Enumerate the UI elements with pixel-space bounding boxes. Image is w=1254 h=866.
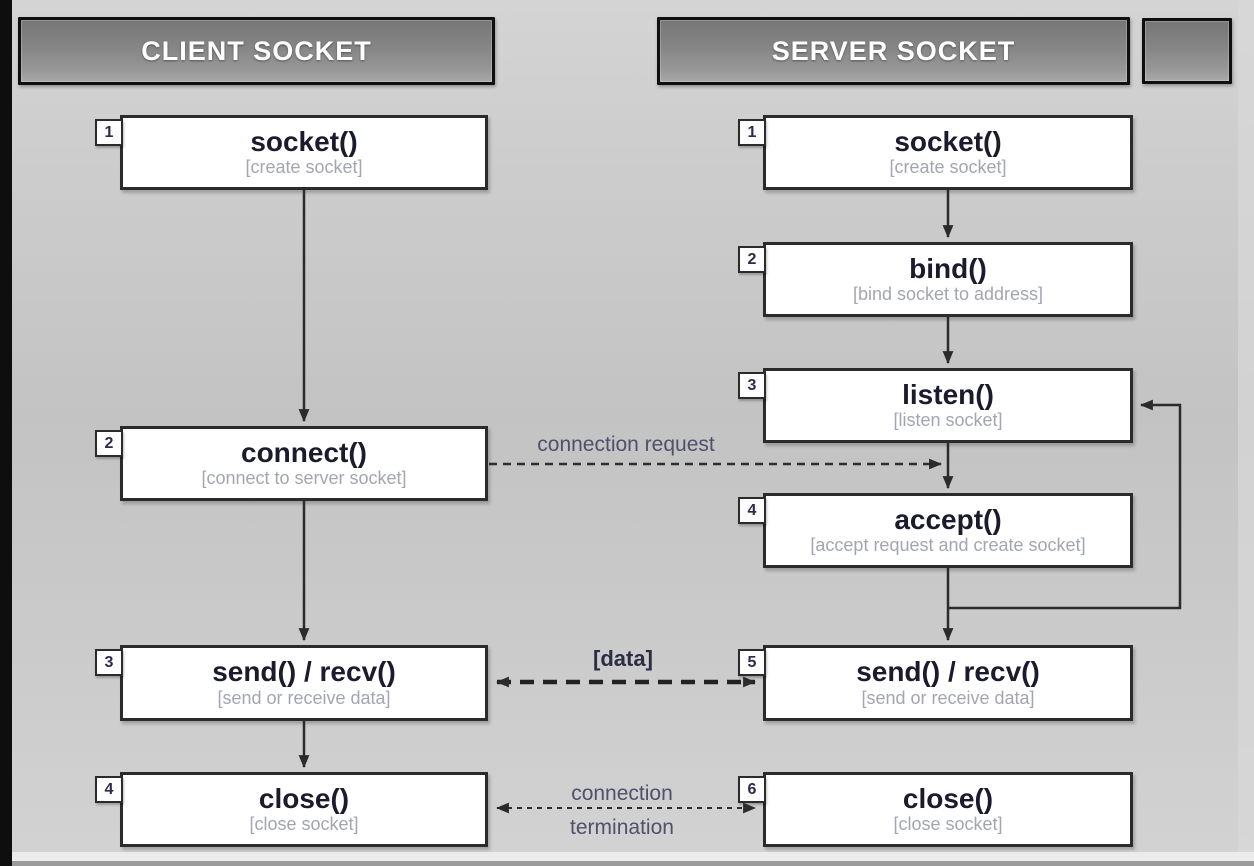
step-number-badge: 1 [738, 119, 766, 146]
data-label: [data] [593, 646, 653, 671]
step-subtitle: [listen socket] [893, 410, 1003, 431]
step-number-badge: 4 [95, 776, 123, 803]
step-title: send() / recv() [856, 656, 1040, 688]
client-step-connect: 2 connect() [connect to server socket] [95, 426, 488, 501]
step-title: socket() [250, 125, 358, 157]
step-number-badge: 2 [95, 430, 123, 457]
step-subtitle: [bind socket to address] [852, 284, 1044, 305]
server-socket-header: SERVER SOCKET [657, 17, 1130, 85]
step-title: close() [258, 782, 350, 814]
step-subtitle: [create socket] [245, 157, 363, 178]
step-title: socket() [894, 125, 1002, 157]
cropped-header-fragment [1142, 18, 1232, 84]
step-number-badge: 4 [738, 497, 766, 524]
step-subtitle: [close socket] [893, 814, 1003, 835]
step-subtitle: [accept request and create socket] [810, 535, 1086, 556]
server-step-send-recv: 5 send() / recv() [send or receive data] [738, 645, 1133, 721]
step-number-badge: 5 [738, 649, 766, 676]
left-frame-border [0, 0, 12, 866]
connection-request-label: connection request [537, 433, 715, 456]
server-step-close: 6 close() [close socket] [738, 772, 1133, 847]
step-number-badge: 3 [95, 649, 123, 676]
client-step-send-recv: 3 send() / recv() [send or receive data] [95, 645, 488, 721]
bottom-light-strip [12, 852, 1254, 861]
step-subtitle: [create socket] [889, 157, 1007, 178]
client-socket-header-label: CLIENT SOCKET [141, 35, 372, 66]
server-step-accept: 4 accept() [accept request and create so… [738, 493, 1133, 568]
step-subtitle: [send or receive data] [217, 687, 391, 708]
step-number-badge: 6 [738, 776, 766, 803]
bottom-dark-strip [12, 861, 1254, 866]
step-title: listen() [902, 378, 994, 410]
client-step-close: 4 close() [close socket] [95, 772, 488, 847]
step-number-badge: 3 [738, 372, 766, 399]
client-socket-header: CLIENT SOCKET [18, 17, 495, 85]
server-step-socket: 1 socket() [create socket] [738, 115, 1133, 190]
server-socket-header-label: SERVER SOCKET [771, 35, 1016, 66]
step-title: bind() [909, 252, 987, 284]
server-step-listen: 3 listen() [listen socket] [738, 368, 1133, 443]
step-subtitle: [connect to server socket] [201, 468, 407, 489]
client-step-socket: 1 socket() [create socket] [95, 115, 488, 190]
step-number-badge: 1 [95, 119, 123, 146]
step-subtitle: [send or receive data] [861, 687, 1035, 708]
connection-termination-label-line1: connection [571, 782, 673, 805]
step-title: accept() [894, 503, 1002, 535]
step-title: connect() [241, 436, 367, 468]
step-title: close() [902, 782, 994, 814]
server-step-bind: 2 bind() [bind socket to address] [738, 242, 1133, 317]
step-title: send() / recv() [212, 656, 396, 688]
connection-termination-label-line2: termination [570, 816, 674, 839]
step-number-badge: 2 [738, 246, 766, 273]
step-subtitle: [close socket] [249, 814, 359, 835]
right-edge-strip [1238, 0, 1254, 852]
